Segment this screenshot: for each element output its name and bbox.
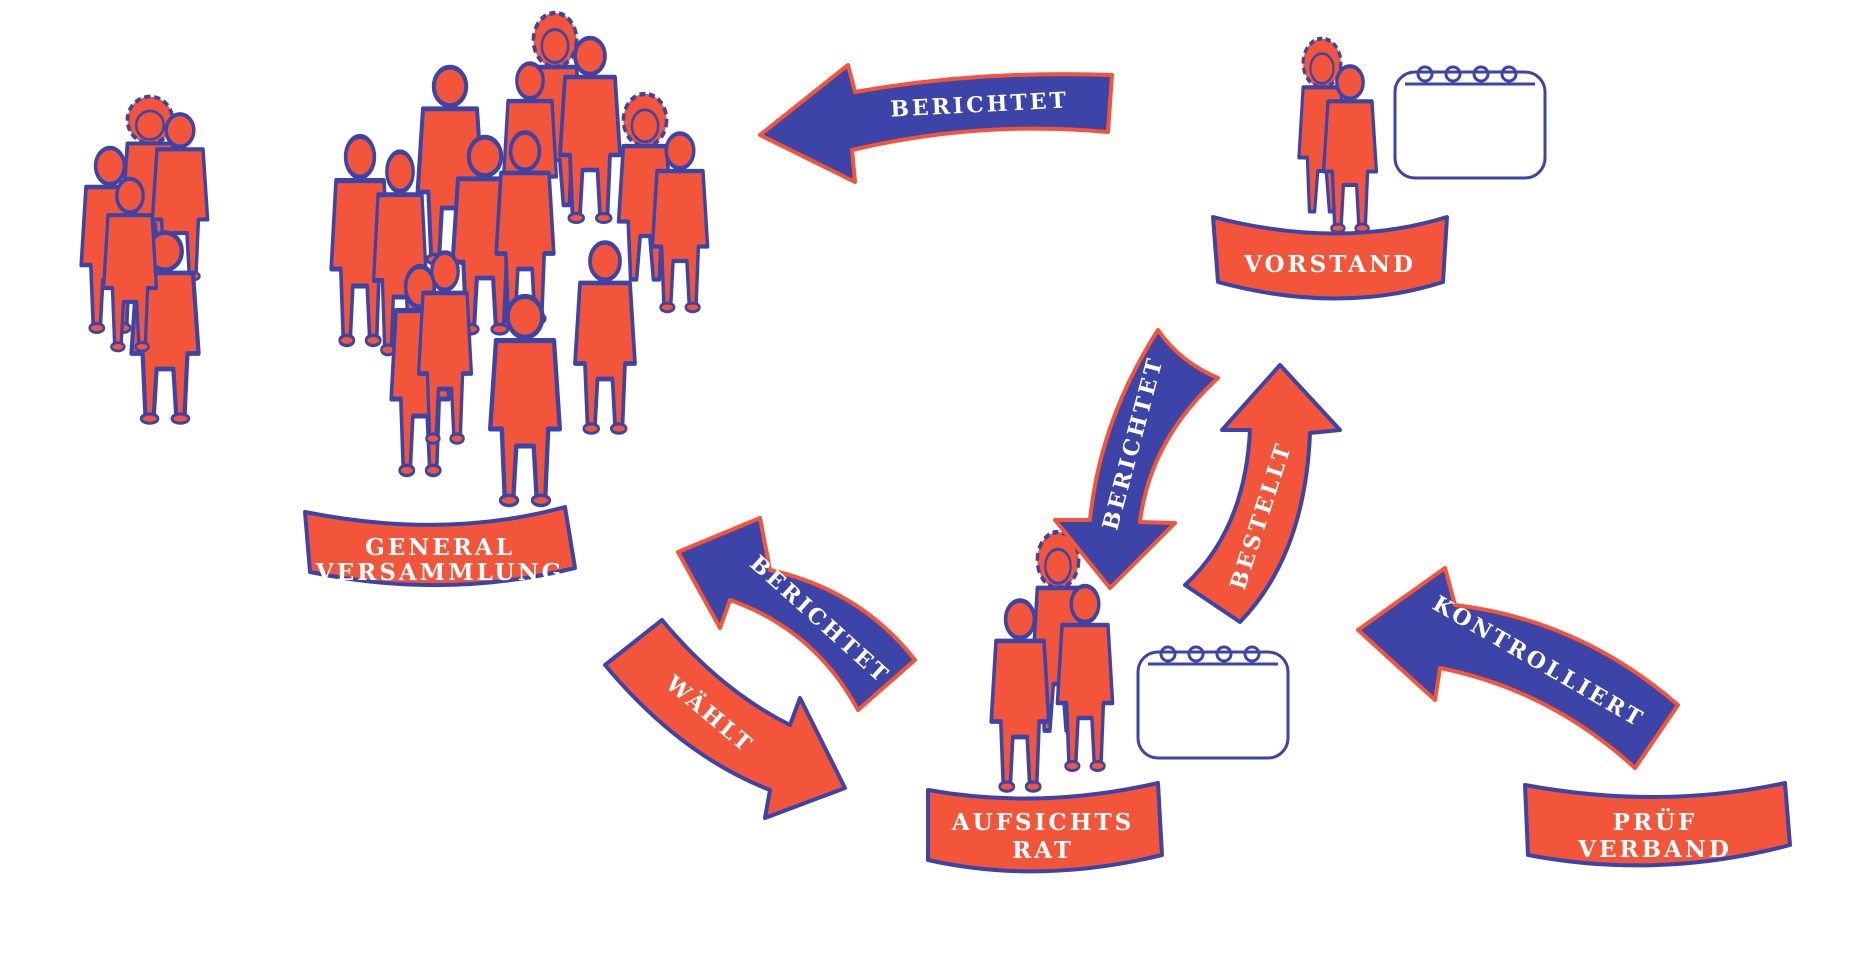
pruefverband-label-line2: VERBAND — [1577, 836, 1732, 863]
general-versammlung-label-line2: VERSAMMLUNG — [315, 559, 565, 586]
arrow-vorstand-berichtet-gv: BERICHTET — [758, 63, 1114, 184]
pruefverband-label-line1: PRÜF — [1613, 808, 1698, 836]
people-pair-icon — [1299, 39, 1377, 233]
general-versammlung-label-line1: GENERAL — [365, 534, 515, 561]
general-versammlung-banner: GENERAL VERSAMMLUNG — [303, 505, 577, 588]
arrow-vorstand-berichtet-ar: BERICHTET — [1053, 328, 1220, 590]
aufsichtsrat-calendar-icon — [1136, 645, 1290, 760]
vorstand-label: VORSTAND — [1243, 251, 1416, 278]
pruefverband-banner: PRÜF VERBAND — [1523, 781, 1792, 868]
crowd-icon — [81, 13, 707, 506]
vorstand-banner: VORSTAND — [1211, 215, 1449, 301]
arrow-aufsichtsrat-bestellt-vorstand: BESTELLT — [1183, 363, 1342, 624]
arrow-gv-waehlt-aufsichtsrat: WÄHLT — [603, 618, 847, 820]
aufsichtsrat-banner: AUFSICHTS RAT — [926, 781, 1164, 874]
arrow-pruefverband-kontrolliert: KONTROLLIERT — [1356, 566, 1680, 770]
aufsichtsrat-label-line2: RAT — [1012, 837, 1074, 864]
aufsichtsrat-label-line1: AUFSICHTS — [951, 809, 1134, 836]
vorstand-calendar-icon — [1393, 65, 1547, 180]
